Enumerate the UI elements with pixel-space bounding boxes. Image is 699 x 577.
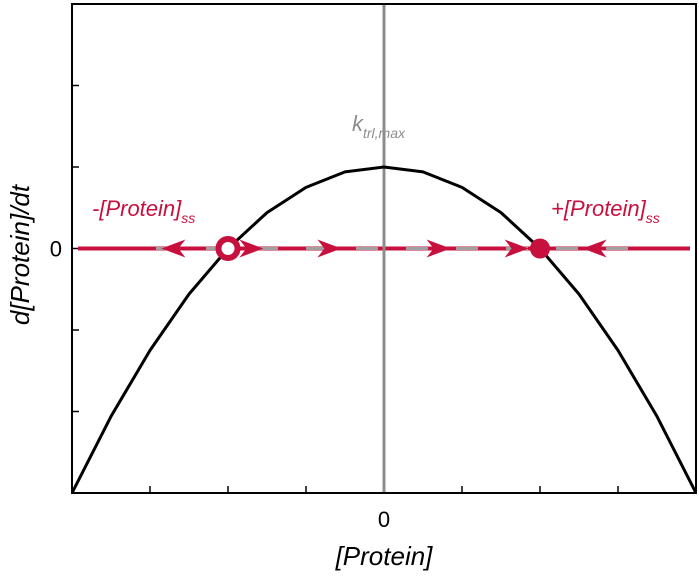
negative-steady-state-label-sub: ss [181,210,195,226]
flow-arrow-right [426,239,451,258]
max-rate-label-main: k [352,111,364,136]
flow-arrow-right [239,239,264,258]
steady-state-points [215,236,550,261]
rate-curve [72,165,696,493]
flow-arrow-left [161,239,186,258]
y-axis-title: d[Protein]/dt [5,183,35,325]
flow-arrow-left [582,239,607,258]
negative-steady-state-label: -[Protein]ss [92,196,195,226]
plot-frame [71,3,697,494]
max-rate-label: ktrl,max [352,111,406,141]
negative-steady-state-label-main: -[Protein] [92,196,182,221]
positive-steady-state-label: +[Protein]ss [551,196,660,226]
stable-steady-state-point [530,238,550,259]
max-rate-label-sub: trl,max [363,125,406,141]
x-axis-title: [Protein] [335,541,434,571]
y-tick-label-zero: 0 [50,237,62,262]
flow-arrow-right [504,239,529,258]
unstable-steady-state-point [215,236,241,261]
positive-steady-state-label-sub: ss [646,210,660,226]
y-axis-ticks [72,3,79,494]
positive-steady-state-label-main: +[Protein] [551,196,647,221]
flow-arrow-right [317,239,342,258]
flow-arrows [161,239,607,258]
x-tick-label-zero: 0 [378,507,390,532]
